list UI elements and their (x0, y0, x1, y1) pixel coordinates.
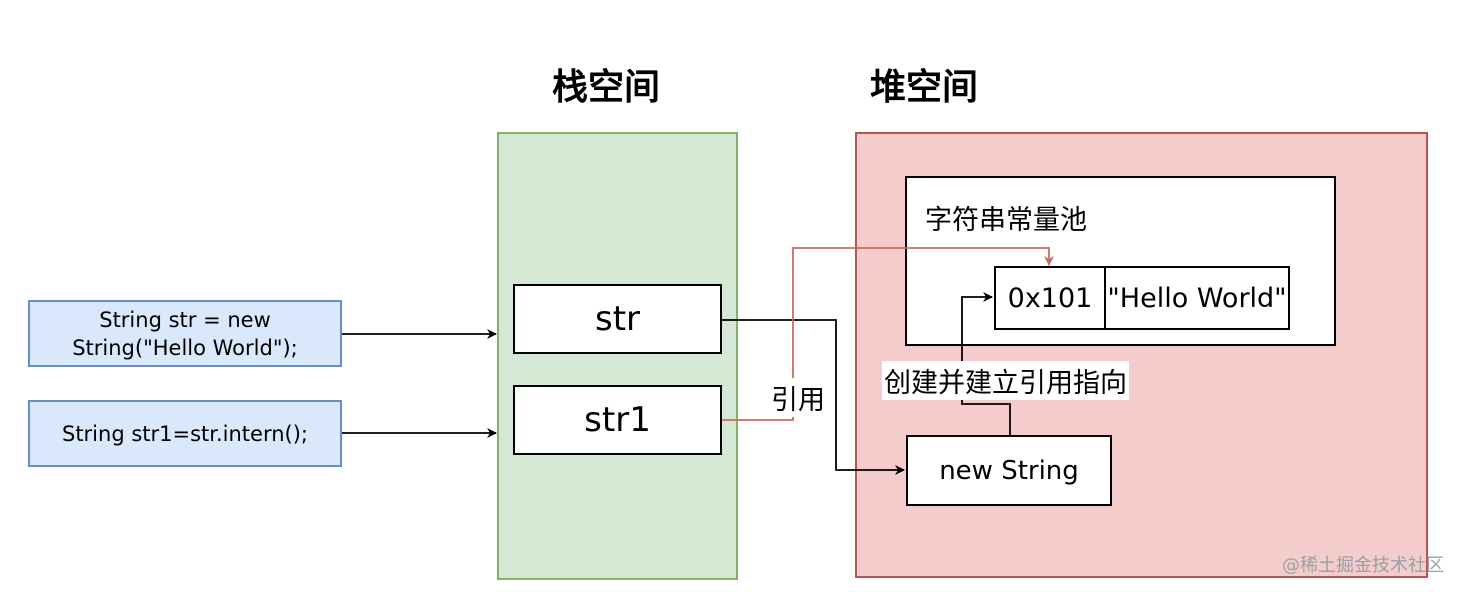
edge-str1-to-pool (722, 247, 1054, 421)
pool-address-cell: 0x101 (994, 266, 1106, 330)
code-line-new-string: String str = new String("Hello World"); (28, 300, 342, 367)
heap-space-title: 堆空间 (870, 67, 979, 108)
watermark-text: @稀土掘金技术社区 (1282, 555, 1444, 576)
code-line-intern: String str1=str.intern(); (28, 400, 342, 467)
new-string-object: new String (906, 435, 1112, 506)
string-pool-title: 字符串常量池 (925, 205, 1087, 236)
edge-label-reference: 引用 (769, 378, 827, 417)
pool-value-cell: "Hello World" (1104, 266, 1290, 330)
edge-str-to-new-string (722, 319, 905, 475)
stack-space-title: 栈空间 (552, 67, 661, 108)
edge-label-create-ref: 创建并建立引用指向 (882, 361, 1129, 400)
stack-var-str: str (513, 284, 722, 354)
stack-var-str1: str1 (513, 385, 722, 455)
edge-new-string-to-pool (961, 292, 1011, 435)
stack-space-panel (497, 132, 738, 580)
